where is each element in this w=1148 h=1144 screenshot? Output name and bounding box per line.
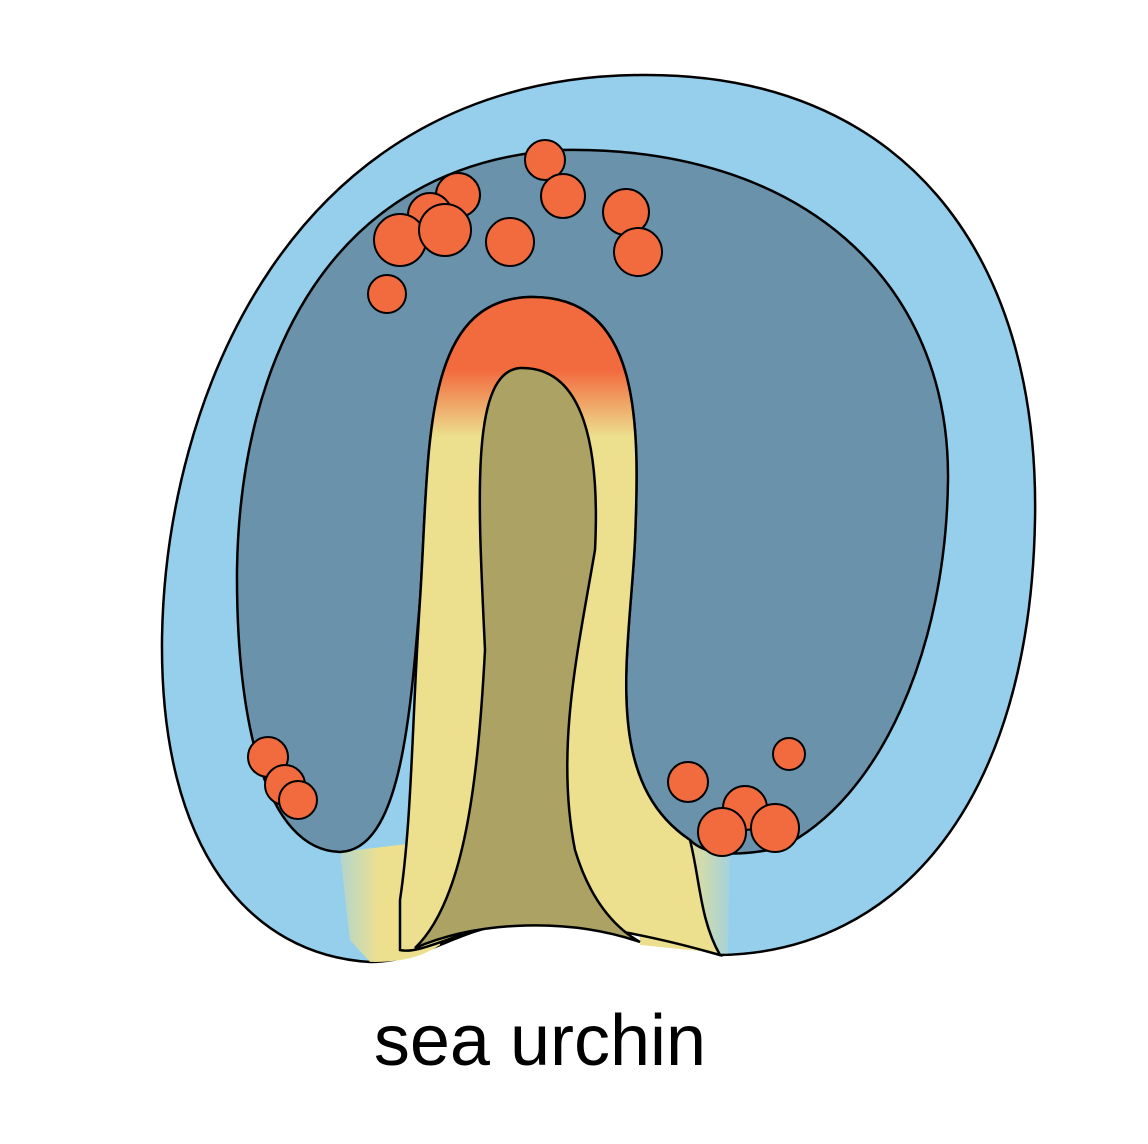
cell	[772, 737, 806, 771]
cell	[540, 173, 586, 219]
cell	[613, 227, 663, 277]
cell	[667, 761, 709, 803]
archenteron-lumen	[414, 366, 641, 950]
cell	[278, 780, 318, 820]
cell	[367, 274, 407, 314]
cell	[485, 217, 535, 267]
cell	[697, 807, 747, 857]
cell	[524, 139, 566, 181]
cell	[373, 213, 427, 267]
cell	[418, 203, 472, 257]
diagram-caption: sea urchin	[373, 1001, 707, 1081]
cell	[750, 803, 800, 853]
mesenchyme-cells	[247, 139, 806, 857]
